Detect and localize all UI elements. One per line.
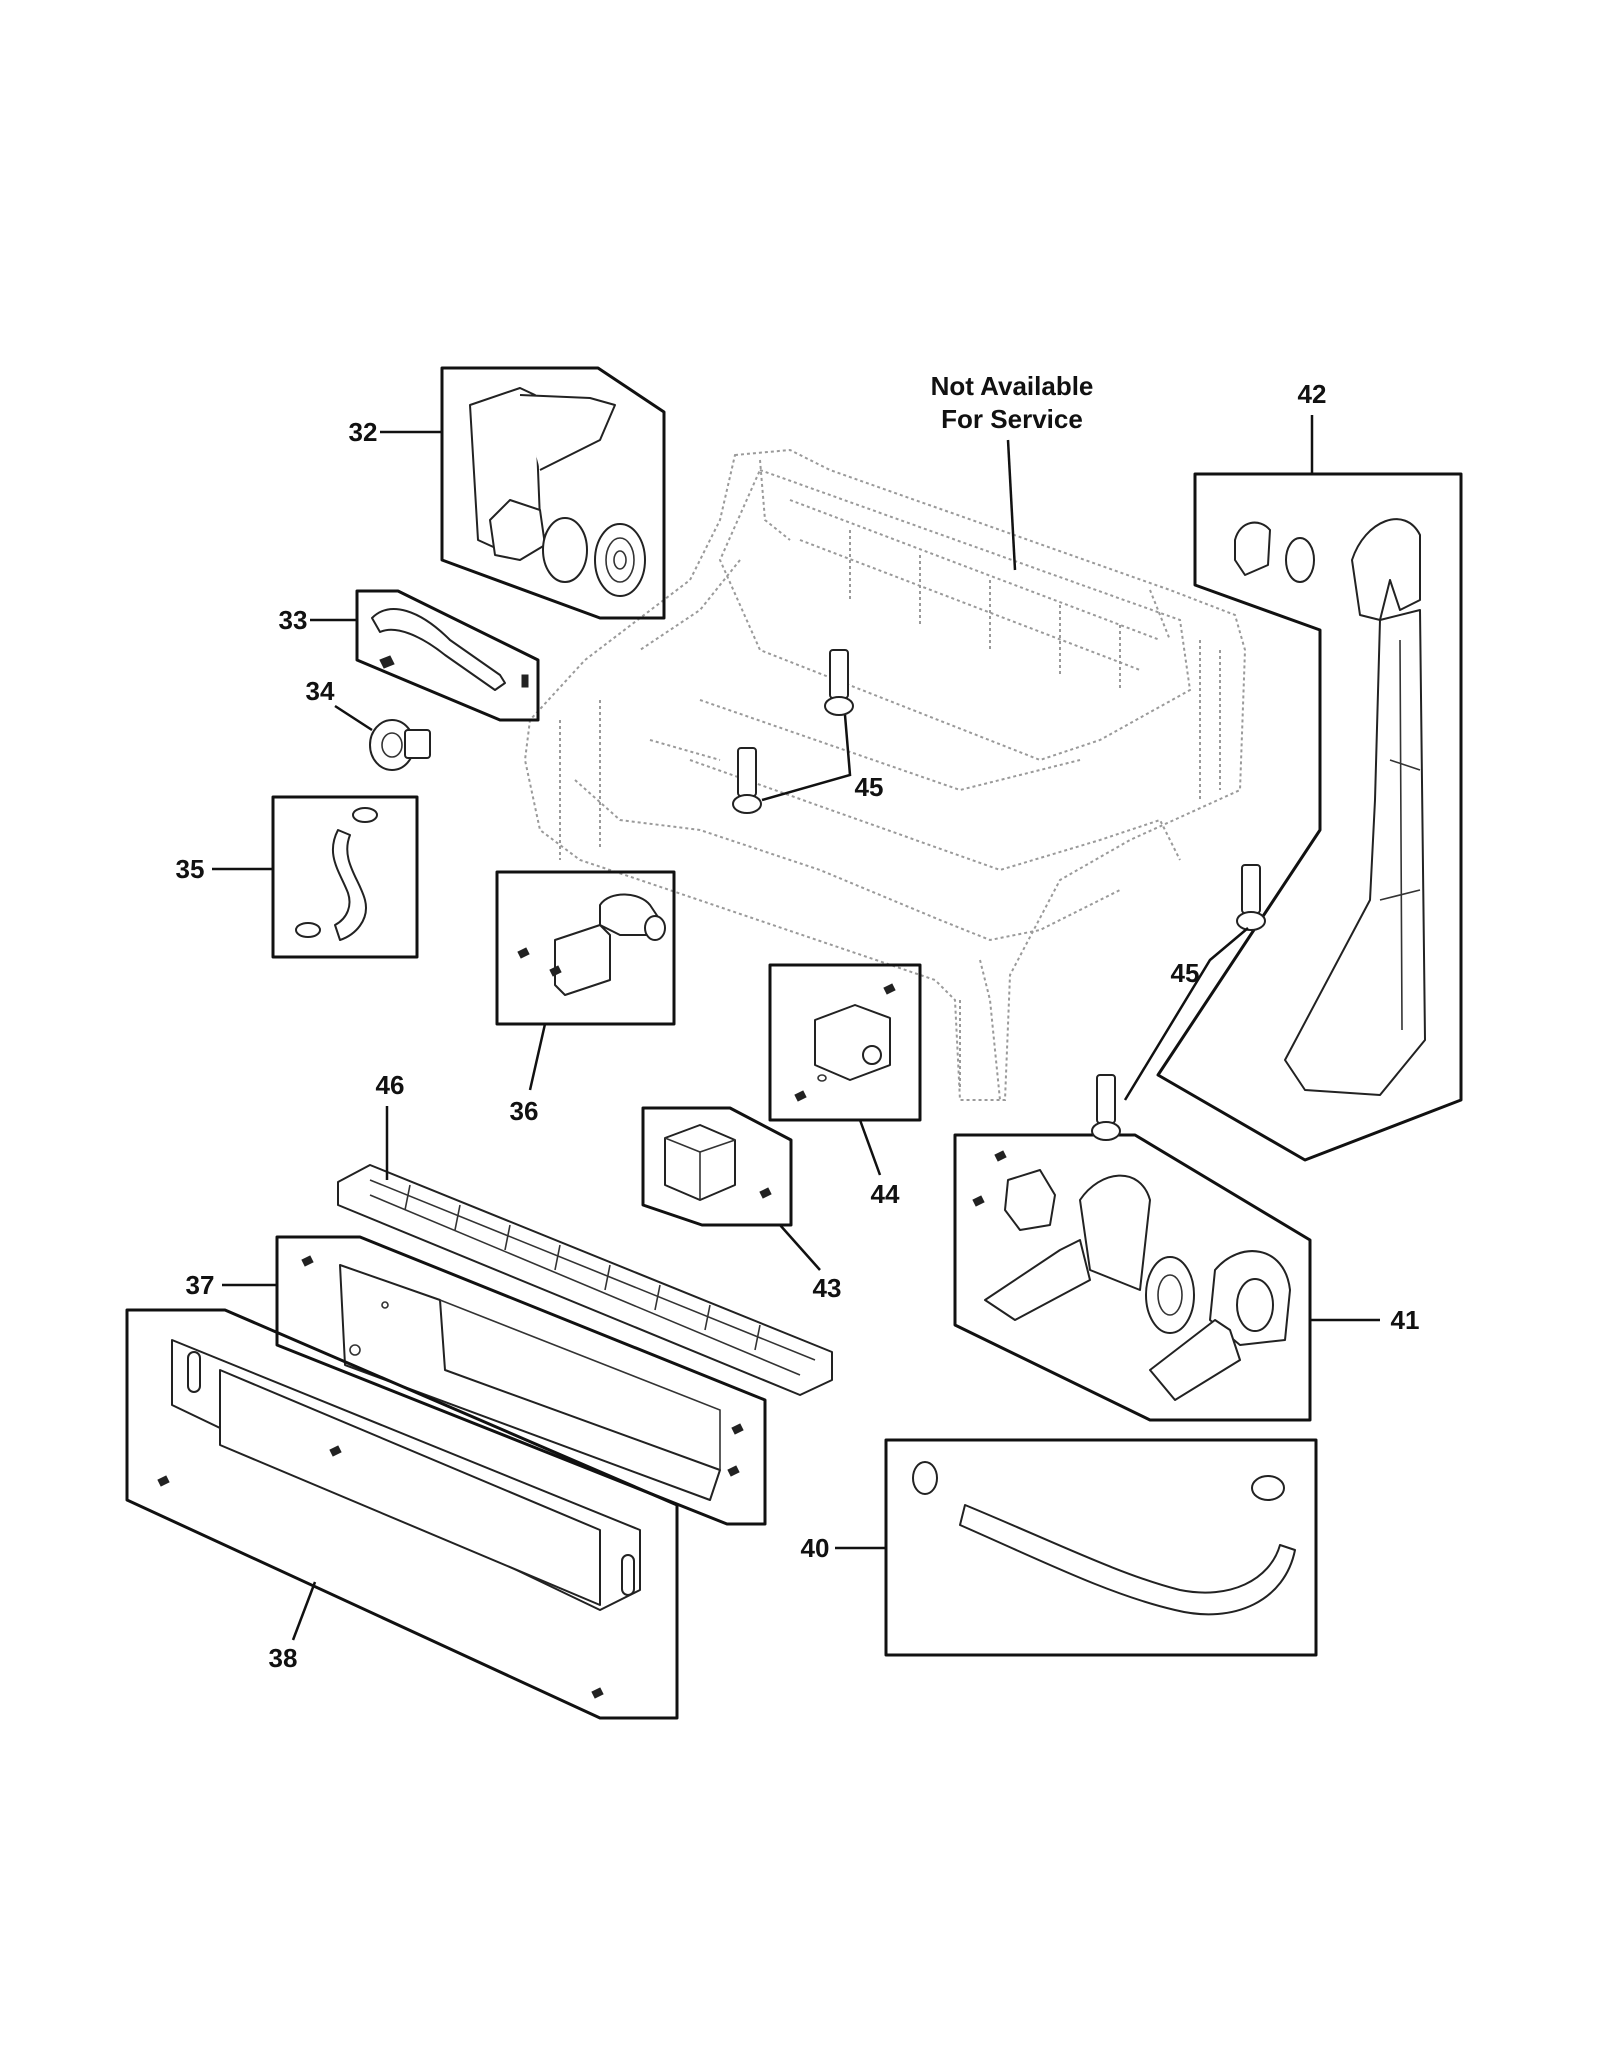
not-available-leader — [1006, 439, 1017, 571]
part-43-leader — [779, 1224, 821, 1271]
part-35-box — [271, 795, 419, 959]
base-frame-outline — [523, 448, 1247, 1101]
part-44-label: 44 — [871, 1179, 900, 1209]
part-44-box — [768, 963, 922, 1122]
part-34-leader — [334, 704, 373, 732]
part-42-box — [1156, 472, 1463, 1162]
part-38-label: 38 — [269, 1643, 298, 1673]
part-32-label: 32 — [349, 417, 378, 447]
part-34-label: 34 — [306, 676, 335, 706]
part-40-box — [884, 1438, 1318, 1657]
part-42-group — [1156, 472, 1463, 1162]
part-37-group — [275, 1235, 767, 1526]
not-available-label-line1: Not Available — [931, 371, 1094, 401]
part-33-label: 33 — [279, 605, 308, 635]
part-45-upper-leader — [761, 714, 852, 802]
part-40-group — [884, 1438, 1318, 1657]
part-43-label: 43 — [813, 1273, 842, 1303]
part-45-upper-feet — [732, 649, 854, 814]
part-45-lower-feet — [1091, 864, 1266, 1141]
part-35-group — [271, 795, 419, 959]
part-41-box — [953, 1133, 1312, 1422]
part-45-lower-label: 45 — [1171, 958, 1200, 988]
part-37-label: 37 — [186, 1270, 215, 1300]
part-35-label: 35 — [176, 854, 205, 884]
part-46-group — [337, 1164, 833, 1396]
part-44-leader — [858, 1119, 882, 1176]
part-36-group — [495, 870, 676, 1026]
part-38-group — [125, 1308, 679, 1720]
part-38-box — [125, 1308, 679, 1720]
part-32-box — [440, 366, 666, 620]
part-37-box — [275, 1235, 767, 1526]
part-44-group — [768, 963, 922, 1122]
part-41-group — [953, 1133, 1312, 1422]
part-41-label: 41 — [1391, 1305, 1420, 1335]
part-34-group — [369, 719, 431, 771]
part-32-group — [440, 366, 666, 620]
part-43-group — [641, 1106, 793, 1227]
part-40-label: 40 — [801, 1533, 830, 1563]
part-36-label: 36 — [510, 1096, 539, 1126]
part-45-lower-leader — [1123, 927, 1249, 1101]
part-33-box — [355, 589, 540, 722]
part-36-leader — [528, 1023, 547, 1091]
part-45-upper-label: 45 — [855, 772, 884, 802]
part-42-label: 42 — [1298, 379, 1327, 409]
part-38-leader — [291, 1581, 317, 1641]
part-46-label: 46 — [376, 1070, 405, 1100]
part-43-box — [641, 1106, 793, 1227]
not-available-label-line2: For Service — [941, 404, 1083, 434]
part-36-box — [495, 870, 676, 1026]
part-33-group — [355, 589, 540, 722]
